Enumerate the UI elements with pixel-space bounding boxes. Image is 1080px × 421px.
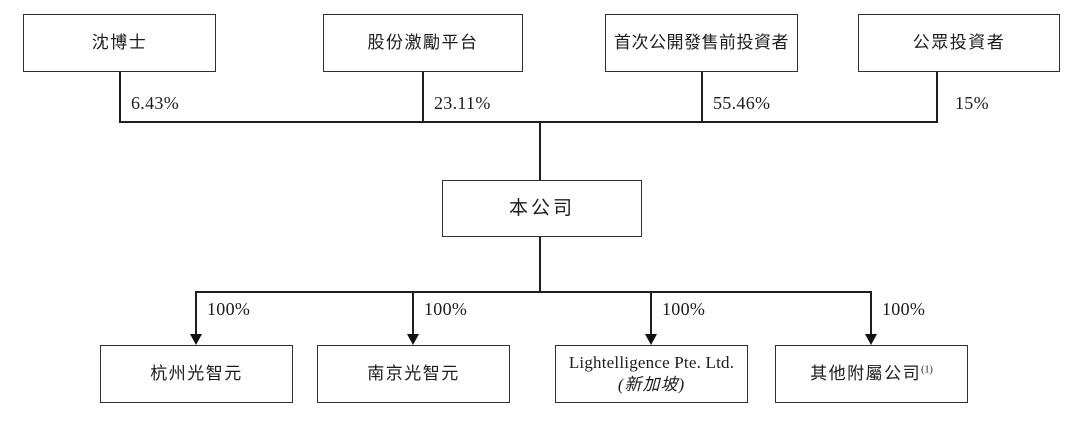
node-label: 沈博士 — [91, 32, 148, 52]
arrowhead-nanjing-icon — [407, 334, 419, 345]
node-shareholder-public-investors: 公眾投資者 — [858, 14, 1060, 72]
arrowhead-lightelligence-icon — [645, 334, 657, 345]
percent-label-nanjing: 100% — [424, 299, 468, 319]
connector-arrow-stem-nanjing — [412, 291, 414, 334]
node-label: 其他附屬公司(1) — [810, 363, 933, 386]
node-label-line2: (新加坡) — [617, 375, 686, 394]
connector-arrow-stem-other-subsidiaries — [870, 291, 872, 334]
connector-drop-dr-shen — [119, 72, 121, 123]
percent-label-share-incentive-platform: 23.11% — [434, 93, 491, 113]
node-shareholder-dr-shen: 沈博士 — [23, 14, 216, 72]
connector-drop-public-investors — [936, 72, 938, 123]
node-label: 股份激勵平台 — [367, 32, 479, 52]
node-shareholder-share-incentive-platform: 股份激勵平台 — [323, 14, 523, 72]
connector-top-bus — [119, 121, 938, 123]
node-label: 杭州光智元 — [150, 363, 243, 383]
arrowhead-hangzhou-icon — [190, 334, 202, 345]
connector-arrow-stem-lightelligence — [650, 291, 652, 334]
percent-label-lightelligence: 100% — [662, 299, 706, 319]
connector-drop-share-incentive-platform — [422, 72, 424, 123]
connector-arrow-stem-hangzhou — [195, 291, 197, 334]
node-label: 南京光智元 — [367, 363, 460, 383]
node-subsidiary-nanjing: 南京光智元 — [317, 345, 510, 403]
percent-label-pre-ipo-investors: 55.46% — [713, 93, 771, 113]
percent-label-dr-shen: 6.43% — [131, 93, 179, 113]
connector-company-to-bus — [539, 237, 541, 293]
node-subsidiary-hangzhou: 杭州光智元 — [100, 345, 293, 403]
connector-bottom-bus — [195, 291, 872, 293]
node-label-text: 其他附屬公司 — [810, 363, 922, 383]
node-shareholder-pre-ipo-investors: 首次公開發售前投資者 — [605, 14, 798, 72]
node-label: 首次公開發售前投資者 — [614, 32, 789, 52]
footnote-marker: (1) — [921, 363, 933, 375]
arrowhead-other-subsidiaries-icon — [865, 334, 877, 345]
node-subsidiary-other: 其他附屬公司(1) — [775, 345, 968, 403]
connector-drop-pre-ipo-investors — [701, 72, 703, 123]
node-label: 公眾投資者 — [912, 32, 1006, 52]
percent-label-hangzhou: 100% — [207, 299, 251, 319]
node-company: 本公司 — [442, 180, 642, 237]
percent-label-public-investors: 15% — [955, 93, 989, 113]
node-label: 本公司 — [508, 197, 575, 219]
node-subsidiary-lightelligence: Lightelligence Pte. Ltd. (新加坡) — [555, 345, 748, 403]
connector-bus-to-company — [539, 121, 541, 180]
percent-label-other-subsidiaries: 100% — [882, 299, 926, 319]
node-label: Lightelligence Pte. Ltd. — [568, 352, 735, 372]
